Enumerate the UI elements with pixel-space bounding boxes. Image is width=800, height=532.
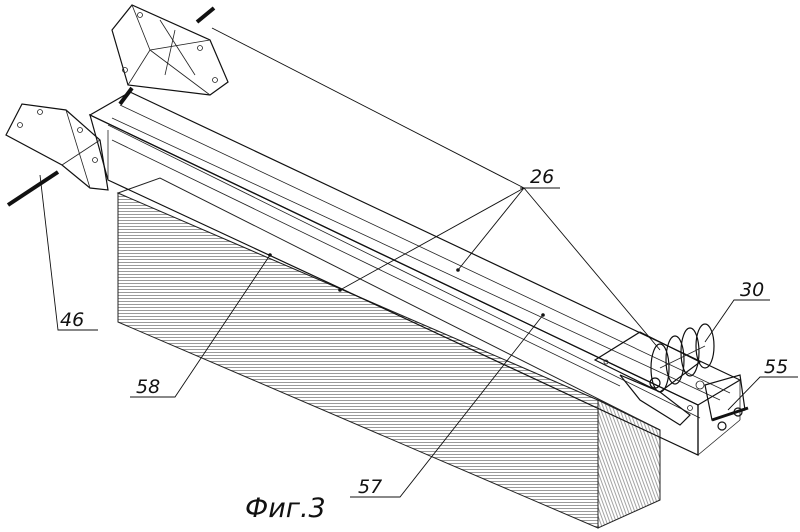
roller-discs <box>649 323 715 393</box>
main-beam <box>88 86 742 456</box>
callout-46: 46 <box>60 309 84 331</box>
rear-bracket <box>111 4 229 96</box>
callout-30: 30 <box>740 279 764 301</box>
callout-55: 55 <box>764 356 788 378</box>
leader-lines <box>39 27 798 498</box>
callout-58: 58 <box>136 376 160 398</box>
sheet-stack <box>116 177 661 529</box>
roller-assembly <box>593 323 749 431</box>
figure-caption: Фиг.3 <box>245 493 326 524</box>
callout-26: 26 <box>530 166 554 188</box>
callout-57: 57 <box>358 476 382 498</box>
front-bracket <box>5 103 109 207</box>
